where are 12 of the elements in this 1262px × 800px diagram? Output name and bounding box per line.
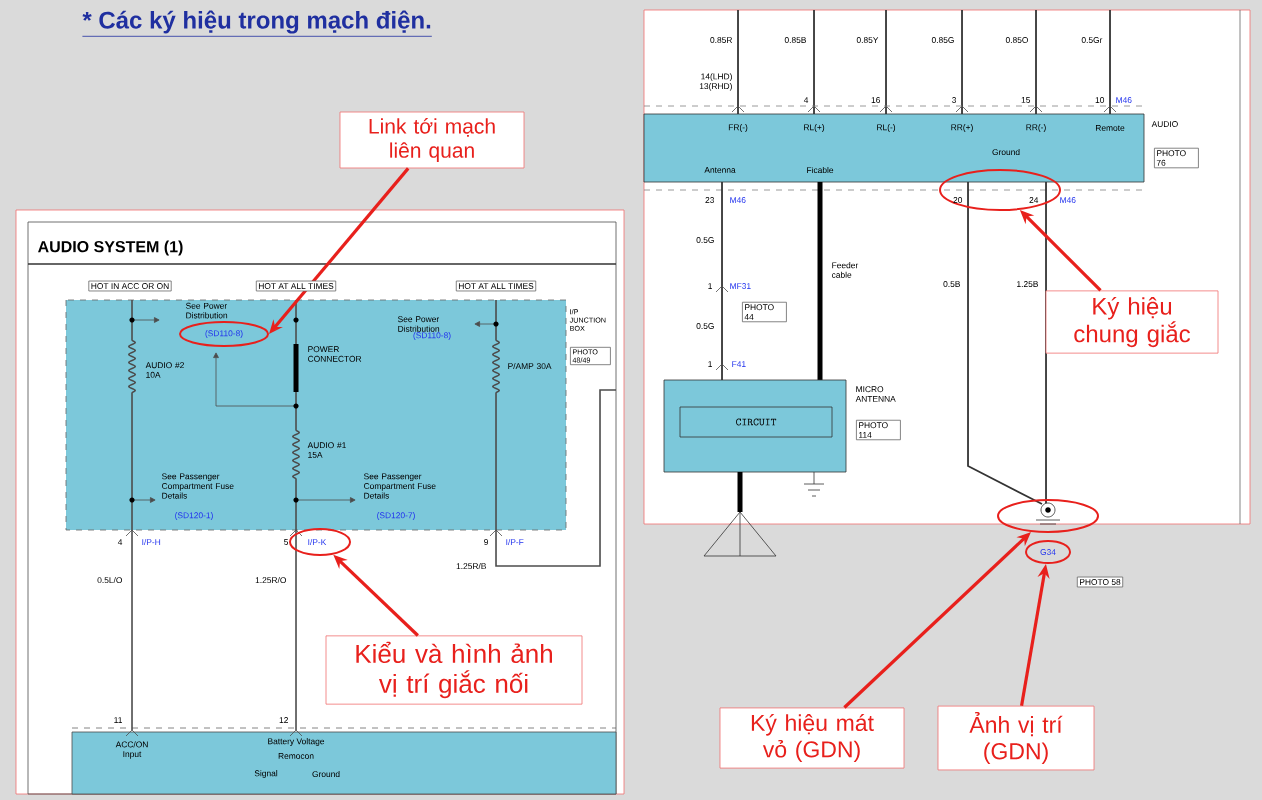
- callout-box: Ký hiệu chung giắc: [1045, 290, 1219, 354]
- callout-box: Kiểu và hình ảnh vị trí giắc nối: [325, 635, 583, 705]
- callout-box: Link tới mạch liên quan: [339, 111, 525, 169]
- highlight-ellipse: [1025, 540, 1071, 564]
- highlight-ellipse: [939, 169, 1061, 211]
- callout-box: Ảnh vị trí (GDN): [937, 705, 1095, 771]
- callout-box: Ký hiệu mát vỏ (GDN): [719, 707, 905, 769]
- highlight-ellipse: [289, 528, 351, 556]
- panel-title: AUDIO SYSTEM (1): [38, 240, 183, 256]
- highlight-ellipse: [179, 321, 269, 347]
- highlight-ellipse: [997, 499, 1099, 533]
- page-title: * Các ký hiệu trong mạch điện.: [82, 10, 433, 37]
